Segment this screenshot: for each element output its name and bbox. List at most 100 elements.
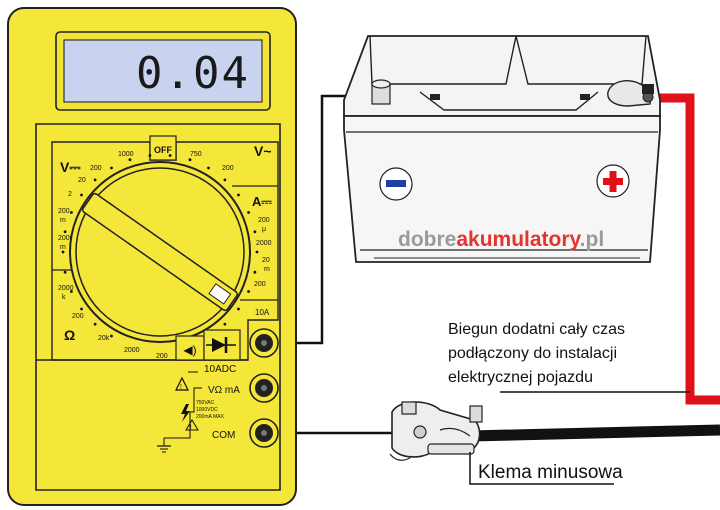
adc-label: A⎓ <box>252 194 272 209</box>
com-label: COM <box>212 430 235 441</box>
dial-tick <box>80 307 83 311</box>
warning-text-2: 1000VDC <box>196 407 218 413</box>
warning-block: ! 750VAC 1000VDC 200mA MAX ! <box>157 371 224 453</box>
dial-tick <box>63 270 67 274</box>
positive-red-wire <box>655 93 720 405</box>
svg-text:!: ! <box>180 384 182 391</box>
range-vdc-1000: 1000 <box>118 151 134 158</box>
dial-tick <box>148 154 152 157</box>
dial-pointer <box>82 192 238 312</box>
warning-text-1: 750VAC <box>196 400 215 406</box>
battery-negative-post[interactable] <box>371 79 391 105</box>
dial-tick <box>247 211 251 214</box>
meter-panel <box>35 123 281 491</box>
dial-tick <box>223 178 227 182</box>
range-a-200u: 200 <box>258 217 270 224</box>
ohm-label: Ω <box>64 327 75 343</box>
dial-tick <box>80 193 83 197</box>
watermark-part2: akumulatory <box>456 228 581 251</box>
range-vdc-20: 20 <box>78 177 86 184</box>
jack-v-ohm-ma[interactable] <box>249 373 279 403</box>
off-box <box>149 135 177 161</box>
range-vdc-m2: m <box>60 244 66 251</box>
vac-label: V~ <box>254 143 272 159</box>
dial-tick <box>110 166 113 170</box>
diode-icon <box>206 337 236 353</box>
rotary-selector[interactable] <box>69 161 251 343</box>
dial-tick <box>253 270 257 274</box>
watermark-part1: dobre <box>398 228 456 251</box>
dial-tick <box>70 211 73 214</box>
svg-text:!: ! <box>190 425 192 431</box>
dial-tick <box>253 230 257 234</box>
positive-note-line1: Biegun dodatni cały czas <box>448 321 625 338</box>
lid-vent-right <box>580 94 590 100</box>
battery-lid <box>343 35 661 117</box>
dial-tick <box>70 290 73 293</box>
range-a-mu: μ <box>262 226 266 233</box>
high-voltage-icon <box>181 404 190 422</box>
range-ohm-200k: 200 <box>72 313 84 320</box>
positive-note-line3: elektrycznej pojazdu <box>448 369 593 386</box>
range-vac-750: 750 <box>190 151 202 158</box>
negative-cable <box>469 424 720 442</box>
negative-clamp-leader <box>469 452 614 485</box>
range-a-200m: 200 <box>254 281 266 288</box>
watermark-part3: .pl <box>580 228 605 251</box>
dial-tick <box>255 250 259 254</box>
range-vdc-200: 200 <box>90 165 102 172</box>
v-ohm-ma-label: VΩ mA <box>208 385 240 396</box>
range-labels: 200 1000 750 200 20 2 200 2000 m m 200 μ… <box>58 151 272 360</box>
watermark: dobreakumulatory.pl <box>398 228 604 251</box>
continuity-box <box>175 335 205 361</box>
battery-positive-clamp <box>607 80 654 107</box>
dial-tick <box>237 307 240 311</box>
range-ohm-20k: 20k <box>98 335 110 342</box>
range-ohm-200: 200 <box>156 353 168 360</box>
range-vdc-2000m: 2000 <box>58 235 74 242</box>
dial-tick <box>223 322 227 326</box>
dial-tick <box>207 166 210 170</box>
negative-clamp <box>389 401 483 461</box>
positive-symbol <box>596 164 630 198</box>
positive-note-line2: podłączony do instalacji <box>448 345 617 362</box>
dial-tick <box>61 250 65 254</box>
ground-icon <box>157 438 171 453</box>
range-vdc-200m: 200 <box>58 208 70 215</box>
warning-triangle-small-icon <box>185 419 199 431</box>
warning-text-3: 200mA MAX <box>196 414 224 420</box>
range-a-2000u: 2000 <box>256 240 272 247</box>
dial-tick <box>93 178 97 182</box>
dial-tick <box>93 322 97 326</box>
warning-bracket <box>164 387 202 439</box>
vdc-label: V⎓ <box>60 159 81 175</box>
multimeter: 0.04 OFF V⎓ V~ A⎓ Ω 10A 200 1000 750 200… <box>7 7 297 506</box>
range-vdc-2: 2 <box>68 191 72 198</box>
range-a-m: m <box>264 266 270 273</box>
battery-body <box>343 115 661 263</box>
off-label: OFF <box>154 145 172 155</box>
jack-com[interactable] <box>249 418 279 448</box>
negative-symbol <box>379 167 413 201</box>
lcd-reading: 0.04 <box>136 48 250 99</box>
range-ohm-k: k <box>62 294 66 301</box>
dial-tick <box>63 230 67 234</box>
range-a-20m: 20 <box>262 257 270 264</box>
jack-10adc[interactable] <box>249 328 279 358</box>
range-vac-200: 200 <box>222 165 234 172</box>
dial-tick <box>247 290 251 293</box>
range-vdc-m: m <box>60 217 66 224</box>
warning-triangle-icon <box>175 376 189 391</box>
annotations: Biegun dodatni cały czas podłączony do i… <box>448 321 690 485</box>
negative-clamp-label: Klema minusowa <box>478 462 623 483</box>
ten-adc-label: 10ADC <box>204 364 236 375</box>
dial-tick <box>237 193 240 197</box>
ten-a-label: 10A <box>255 308 270 317</box>
dial-pointer-tip <box>208 283 232 305</box>
dial-tick <box>110 334 113 338</box>
range-ohm-2000: 2000 <box>124 347 140 354</box>
lid-ridge <box>369 35 647 85</box>
dial-tick <box>168 154 172 157</box>
car-battery: dobreakumulatory.pl <box>343 35 661 263</box>
